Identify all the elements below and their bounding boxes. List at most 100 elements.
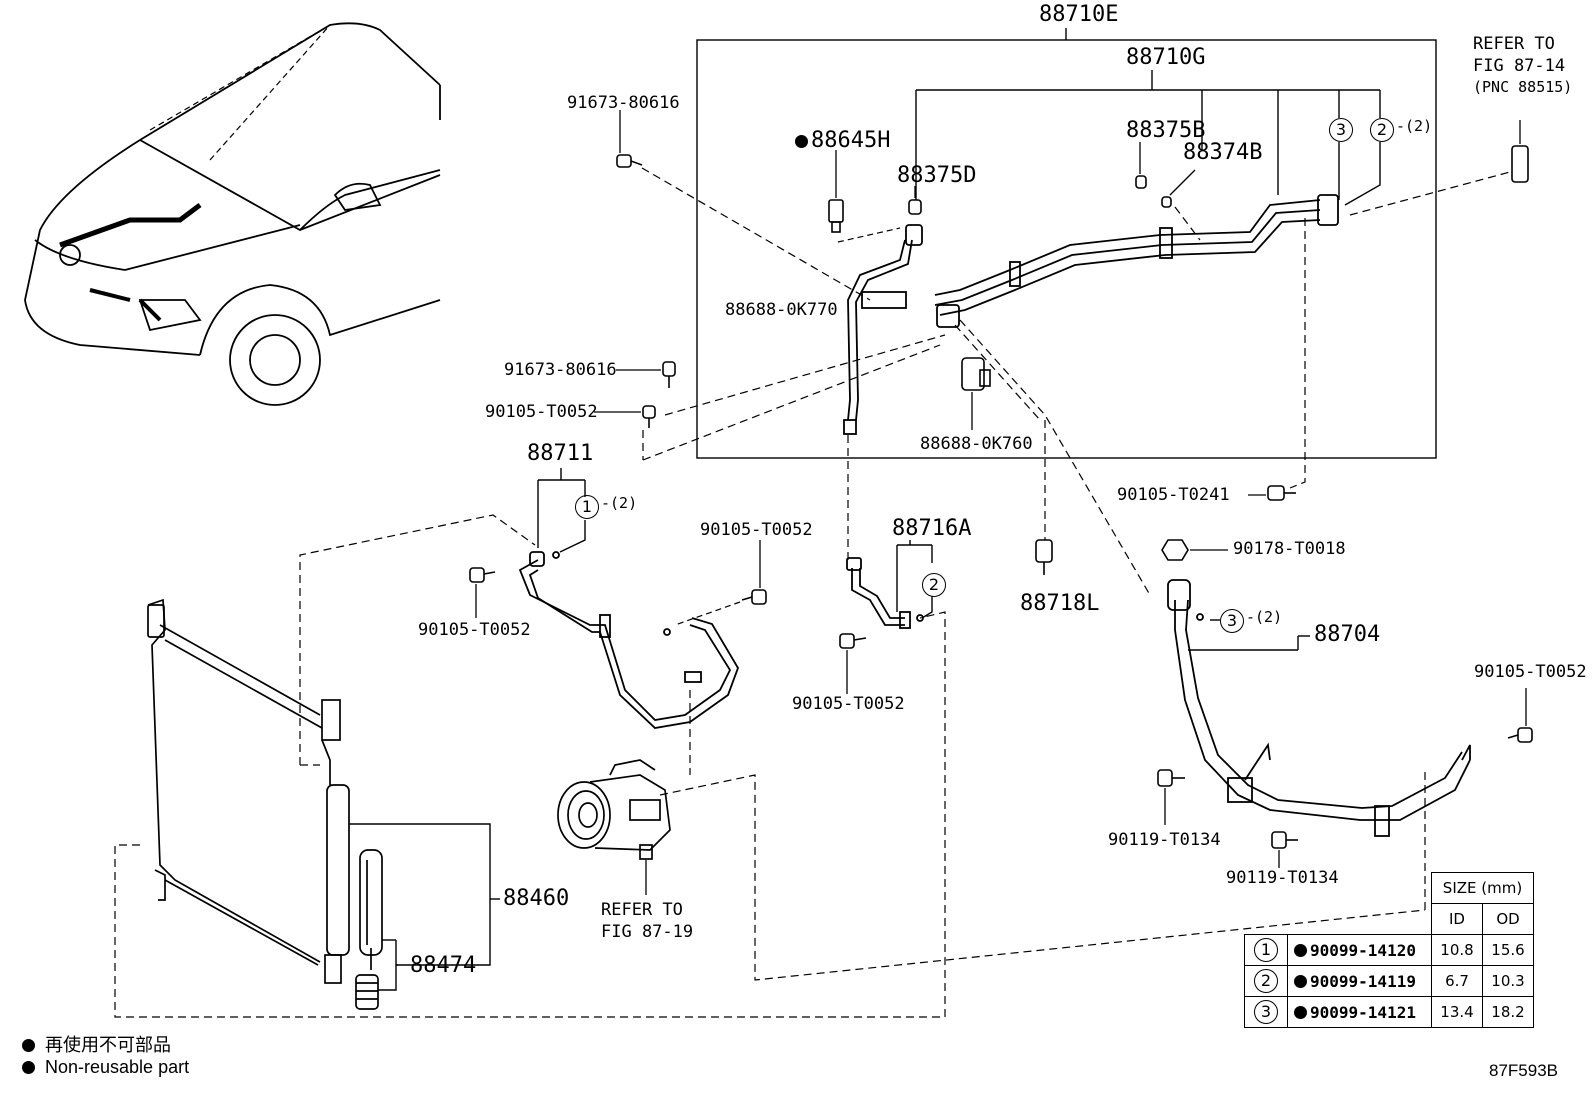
hose-88704 [1167, 579, 1471, 837]
leader-88711 [537, 468, 586, 553]
table-row: 1 90099-14120 10.8 15.6 [1244, 934, 1534, 966]
bolt-90119-b [1271, 831, 1298, 849]
size-table-header: SIZE (mm) [1245, 872, 1534, 904]
legend-en: Non-reusable part [22, 1057, 189, 1078]
condenser-dashed [114, 514, 946, 1018]
circle-1-icon: 1 [575, 495, 599, 519]
label-90119-a: 90119-T0134 [1108, 830, 1221, 850]
nonreusable-mark-icon [1294, 943, 1307, 957]
label-88716A: 88716A [892, 516, 972, 541]
leader-88460 [349, 823, 500, 991]
label-90105-right: 90105-T0052 [1474, 662, 1587, 682]
clamp-88688-0K760 [961, 357, 991, 391]
valve-88718L [1035, 539, 1053, 575]
label-88375D: 88375D [897, 163, 977, 188]
leader-88716A [896, 540, 933, 619]
label-88711: 88711 [527, 441, 594, 466]
circle-3-icon: 3 [1220, 609, 1244, 633]
circle-3-icon: 3 [1329, 118, 1353, 142]
size-table: SIZE (mm) ID OD 1 90099-14120 10.8 15.6 … [1244, 872, 1534, 1028]
qty-1-88711: -(2) [601, 494, 638, 512]
circle-2-icon: 2 [922, 573, 946, 597]
qty-3-88704: -(2) [1246, 608, 1283, 626]
callout-2-top: 2-(2) [1370, 118, 1432, 142]
refer-87-14-line2: FIG 87-14 [1473, 56, 1566, 76]
callout-3-88704: 3-(2) [1220, 609, 1282, 633]
label-90105-T0241: 90105-T0241 [1117, 485, 1230, 505]
label-88688-0K760: 88688-0K760 [920, 434, 1033, 454]
table-row: 2 90099-14119 6.7 10.3 [1244, 965, 1534, 997]
label-88710E: 88710E [1039, 2, 1119, 27]
part-number: 90099-14119 [1310, 971, 1416, 991]
hose-88711 [518, 551, 739, 729]
compressor [557, 759, 671, 860]
table-row: 3 90099-14121 13.4 18.2 [1244, 996, 1534, 1028]
size-header: SIZE (mm) [1431, 872, 1534, 904]
label-90105-hose-left: 90105-T0052 [418, 620, 531, 640]
legend-jp: 再使用不可部品 [22, 1031, 171, 1057]
part-88515 [1511, 120, 1529, 183]
qty-2-top: -(2) [1396, 117, 1433, 135]
part-number: 90099-14121 [1310, 1002, 1416, 1022]
id-value: 6.7 [1431, 965, 1483, 997]
size-table-subheader: ID OD [1245, 903, 1534, 935]
label-88688-0K770: 88688-0K770 [725, 300, 838, 320]
label-88474: 88474 [410, 953, 477, 978]
id-value: 13.4 [1431, 996, 1483, 1028]
id-value: 10.8 [1431, 934, 1483, 966]
figure-code: 87F593B [1489, 1061, 1558, 1080]
label-90178-T0018: 90178-T0018 [1233, 539, 1346, 559]
label-90105-hose-right: 90105-T0052 [700, 520, 813, 540]
bolt-90105-88716 [839, 633, 867, 649]
leader-88704 [1188, 619, 1310, 651]
label-88374B: 88374B [1183, 140, 1263, 165]
col-od: OD [1482, 903, 1534, 935]
nonreusable-mark-icon [1294, 1005, 1307, 1019]
refer-87-14-line1: REFER TO [1473, 34, 1555, 54]
col-id: ID [1431, 903, 1483, 935]
label-88645H-text: 88645H [811, 128, 891, 153]
vehicle-outline [24, 22, 441, 406]
circle-1-icon: 1 [1254, 938, 1278, 962]
label-88375B: 88375B [1126, 118, 1206, 143]
label-91673-top: 91673-80616 [567, 93, 680, 113]
bolt-90105-right [1507, 727, 1533, 743]
label-88704: 88704 [1314, 622, 1381, 647]
callout-2-88716A: 2 [922, 573, 946, 597]
bolt-90105-hose-right [741, 589, 767, 605]
assembly-dashed-leaders [641, 167, 1511, 596]
cap-88375B [1135, 175, 1147, 189]
refer-87-19-line1: REFER TO [601, 900, 683, 920]
circle-2-icon: 2 [1254, 969, 1278, 993]
vehicle-callout-lines [149, 24, 331, 161]
bolt-91673-top [616, 154, 643, 168]
bolt-90119-a [1157, 769, 1185, 787]
label-90105-88716: 90105-T0052 [792, 694, 905, 714]
pipe-88710G [934, 194, 1339, 328]
label-91673-mid: 91673-80616 [504, 360, 617, 380]
cap-88375D [908, 199, 922, 215]
label-88718L: 88718L [1020, 591, 1100, 616]
refer-87-19-line2: FIG 87-19 [601, 922, 694, 942]
bolt-91673-mid [662, 361, 676, 388]
condenser-88460 [147, 598, 383, 1010]
bolt-90105-left-top [642, 405, 656, 428]
cap-88374B [1161, 196, 1172, 208]
nonreusable-mark-icon [795, 135, 808, 148]
callout-3-top: 3 [1329, 118, 1353, 142]
nonreusable-mark-icon [22, 1061, 35, 1074]
legend-en-text: Non-reusable part [45, 1057, 190, 1077]
od-value: 18.2 [1482, 996, 1534, 1028]
bolt-90105-T0241 [1267, 485, 1296, 501]
compressor-dashed [659, 690, 1426, 981]
pressure-switch-88645H [828, 199, 844, 233]
label-88645H: 88645H [795, 130, 890, 152]
circle-3-icon: 3 [1254, 1000, 1278, 1024]
callout-1-88711: 1-(2) [575, 495, 637, 519]
label-90105-left-top: 90105-T0052 [485, 402, 598, 422]
nonreusable-mark-icon [1294, 974, 1307, 988]
label-88460: 88460 [503, 886, 570, 911]
circle-2-icon: 2 [1370, 118, 1394, 142]
